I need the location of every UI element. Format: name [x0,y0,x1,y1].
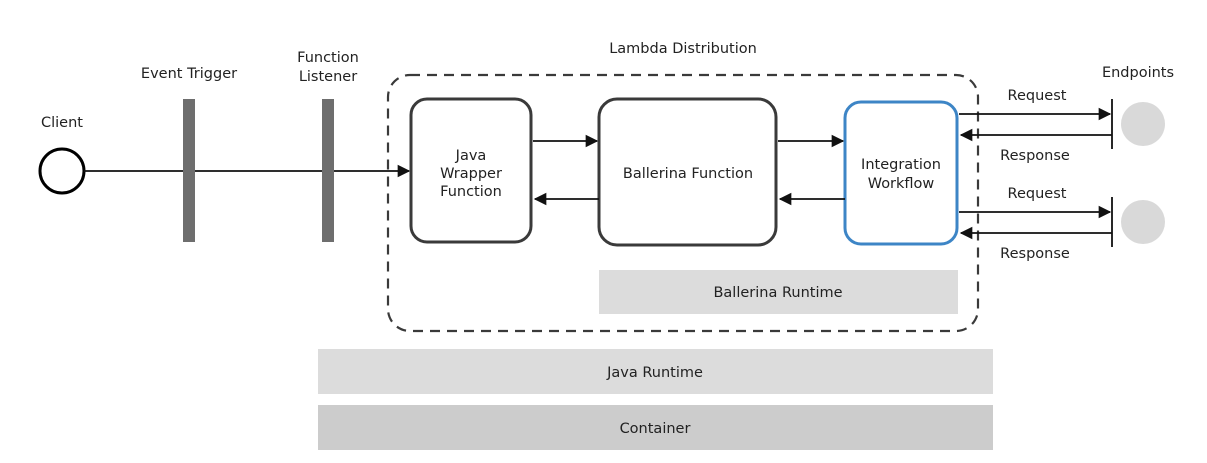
ballerina-function-label: Ballerina Function [623,166,753,182]
ballerina-runtime-label: Ballerina Runtime [713,285,842,301]
response-2-label: Response [1000,246,1070,262]
java-runtime-label: Java Runtime [606,365,703,381]
function-listener-bar [322,99,334,242]
client-node [38,147,86,195]
response-1-label: Response [1000,148,1070,164]
ballerina-function-box [597,97,778,247]
event-trigger-label: Event Trigger [141,66,237,82]
java-wrapper-line1: Java [455,148,487,164]
event-trigger-bar [183,99,195,242]
integration-workflow-line1: Integration [861,157,941,173]
lambda-distribution-label: Lambda Distribution [609,41,757,57]
container-layer [318,405,993,450]
endpoint-2-node [1121,200,1165,244]
endpoints-label: Endpoints [1102,65,1174,81]
ballerina-runtime-layer [599,270,958,314]
function-listener-label-line1: Function [297,50,359,66]
java-wrapper-line2: Wrapper [440,166,502,182]
java-wrapper-line3: Function [440,184,502,200]
request-2-label: Request [1008,186,1067,202]
function-listener-label-line2: Listener [299,69,357,85]
container-label: Container [620,421,691,437]
integration-workflow-box [843,100,959,246]
java-runtime-layer [318,349,993,394]
java-wrapper-function-box [409,97,533,244]
client-label: Client [41,115,83,131]
integration-workflow-line2: Workflow [868,176,935,192]
request-1-label: Request [1008,88,1067,104]
lambda-distribution-boundary [386,73,980,333]
endpoint-1-node [1121,102,1165,146]
